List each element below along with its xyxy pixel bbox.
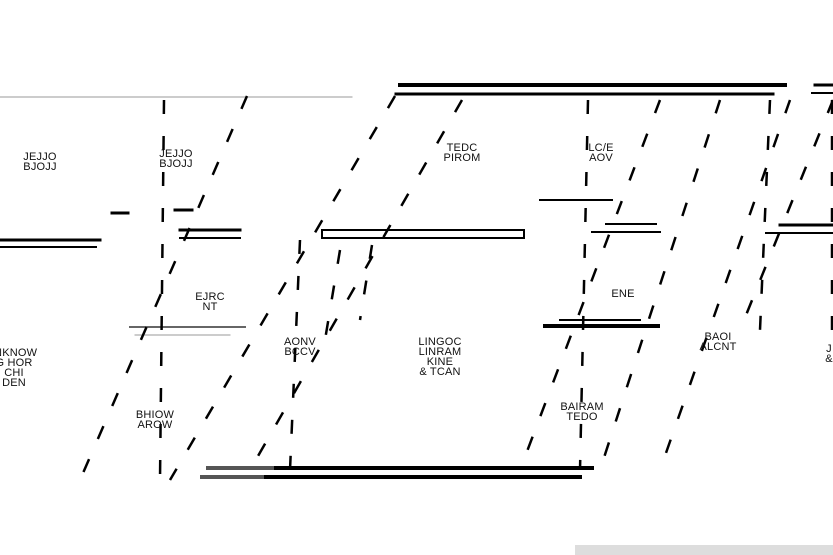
room-label-line: ALCNT (699, 341, 736, 353)
room-label-line: DEN (2, 377, 26, 389)
hatch-2 (158, 99, 166, 481)
room-label-line: INKNOW (0, 347, 38, 359)
hatch-9 (738, 99, 833, 331)
room-label-line: CHI (4, 367, 24, 379)
room-label-line: TEDO (566, 411, 598, 423)
room-label-line: J (826, 343, 832, 355)
room-label-r13: J& (825, 343, 833, 365)
room-label-line: LC/E (588, 142, 613, 154)
room-label-line: AONV (284, 336, 316, 348)
room-label-line: AOV (589, 152, 613, 164)
hatch-7 (598, 99, 722, 471)
room-label-line: BHIOW (136, 409, 175, 421)
hatch-5 (578, 99, 590, 471)
room-label-r6: ENE (611, 288, 634, 300)
room-label-line: JEJJO (23, 151, 57, 163)
room-label-line: G HOR (0, 357, 33, 369)
room-label-line: PIROM (443, 152, 480, 164)
room-label-line: & (825, 353, 833, 365)
hatch-12 (358, 244, 374, 321)
room-label-line: JEJJO (159, 148, 193, 160)
hatch-8 (658, 99, 792, 471)
hatch-13 (323, 249, 342, 341)
hatch-3 (168, 95, 397, 481)
hatch-11 (288, 239, 302, 471)
scale-strip (575, 545, 833, 555)
room-label-line: LINGOC (418, 336, 461, 348)
hatch-10 (758, 99, 772, 331)
room-label-line: LINRAM (419, 346, 462, 358)
wall-bedroom-sill (321, 229, 525, 239)
hatch-lines (78, 95, 833, 481)
hatch-6 (518, 99, 662, 471)
room-label-line: EJRC (195, 291, 225, 303)
room-label-line: AROW (137, 419, 172, 431)
walls (0, 83, 833, 479)
room-label-line: BJOJJ (23, 161, 56, 173)
room-label-line: BAOI (704, 331, 731, 343)
room-label-line: & TCAN (419, 366, 460, 378)
room-label-line: ENE (611, 288, 634, 300)
room-label-line: NT (202, 301, 217, 313)
room-label-line: TEDC (447, 142, 478, 154)
room-label-line: KINE (427, 356, 453, 368)
room-label-line: BJOJJ (159, 158, 192, 170)
room-label-line: BCCV (284, 346, 316, 358)
room-label-line: BAIRAM (560, 401, 603, 413)
